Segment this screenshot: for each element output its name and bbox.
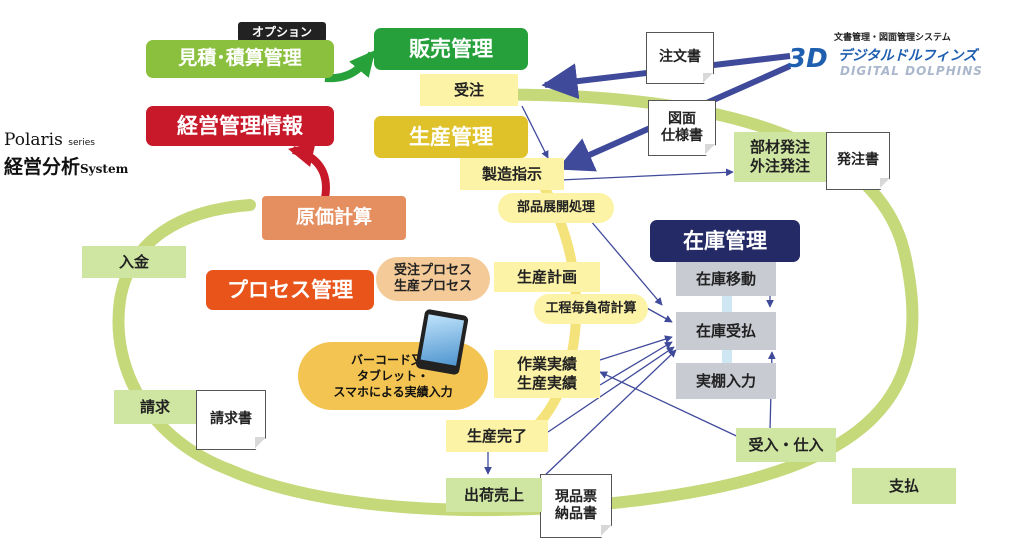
polaris-series: series [68,138,95,148]
management-info-module: 経営管理情報 [146,106,334,146]
stocktake-input: 実棚入力 [676,363,776,399]
product-slip-label: 現品票 [555,488,597,505]
arrow-order-to-instruction [521,105,549,159]
delivery-note-label: 納品書 [555,506,597,522]
shipping-sales: 出荷売上 [446,478,542,512]
outsource-order: 外注発注 [749,157,810,175]
cost-calculation: 原価計算 [262,196,406,240]
arrow-load-to-stock [644,306,673,323]
order-process: 受注プロセス [393,262,472,278]
actual-results: 作業実績 生産実績 [494,350,600,398]
polaris-main: 経営分析 [4,156,81,178]
polaris-logo: Polaris series 経営分析System [4,130,154,180]
sales-module: 販売管理 [374,28,528,70]
manufacturing-instruction: 製造指示 [460,158,564,190]
note-line-2: タブレット・ [356,368,429,383]
arrow-actual-to-stock-1 [599,335,673,361]
actual-production: 生産実績 [516,374,577,392]
invoice-doc: 請求書 [196,390,266,450]
note-line-1: バーコード又は [350,352,435,367]
logo-katakana: デジタルドルフィンズ [838,48,978,64]
polaris-system: System [80,162,129,176]
production-process: 生産プロセス [393,279,472,294]
slip-delivery-doc: 現品票 納品書 [540,474,612,538]
production-complete: 生産完了 [446,420,548,452]
estimate-module: 見積･積算管理 [146,40,334,78]
inventory-module: 在庫管理 [650,220,800,262]
arrow-complete-to-stock [547,346,675,433]
order-form-doc: 注文書 [646,32,714,84]
option-label: オプション [238,22,326,42]
logo-english: DIGITAL DOLPHINS [840,64,983,78]
stock-move: 在庫移動 [676,262,776,296]
drawing-label: 図面 [668,110,696,127]
arrow-parts-to-stock [589,219,663,306]
parts-expansion: 部品展開処理 [498,193,614,223]
load-calculation: 工程毎負荷計算 [534,294,648,324]
logo-caption: 文書管理・図面管理システム [834,33,951,43]
arrow-shipping-to-stock [539,349,677,481]
process-types: 受注プロセス 生産プロセス [376,257,490,301]
parts-order: 部材発注 [749,138,810,157]
billing: 請求 [114,390,196,424]
arrow-receiving-to-actual [599,371,746,441]
receiving-purchase: 受入・仕入 [736,428,836,462]
purchase-orders: 部材発注 外注発注 [734,132,826,182]
logo-mark: 3D [788,44,828,74]
actual-work: 作業実績 [516,355,577,374]
digital-dolphins-logo: 文書管理・図面管理システム 3D デジタルドルフィンズ DIGITAL DOLP… [786,30,1022,82]
payment-out: 支払 [852,468,956,504]
production-module: 生産管理 [374,116,528,158]
note-line-3: スマホによる実績入力 [333,385,453,400]
process-module: プロセス管理 [206,270,374,310]
stock-receipt-issue: 在庫受払 [676,312,776,350]
order-received: 受注 [420,74,518,106]
spec-label: 仕様書 [661,128,703,144]
po-document: 発注書 [826,132,890,190]
arrow-instruction-to-purchase [559,168,734,181]
arrow-cost-to-mgmt [288,142,330,199]
polaris-name: Polaris [4,130,63,150]
payment-received: 入金 [82,246,186,278]
production-plan: 生産計画 [494,262,600,292]
drawing-spec-doc: 図面 仕様書 [648,100,716,156]
arrow-estimate-to-sales [324,50,376,83]
